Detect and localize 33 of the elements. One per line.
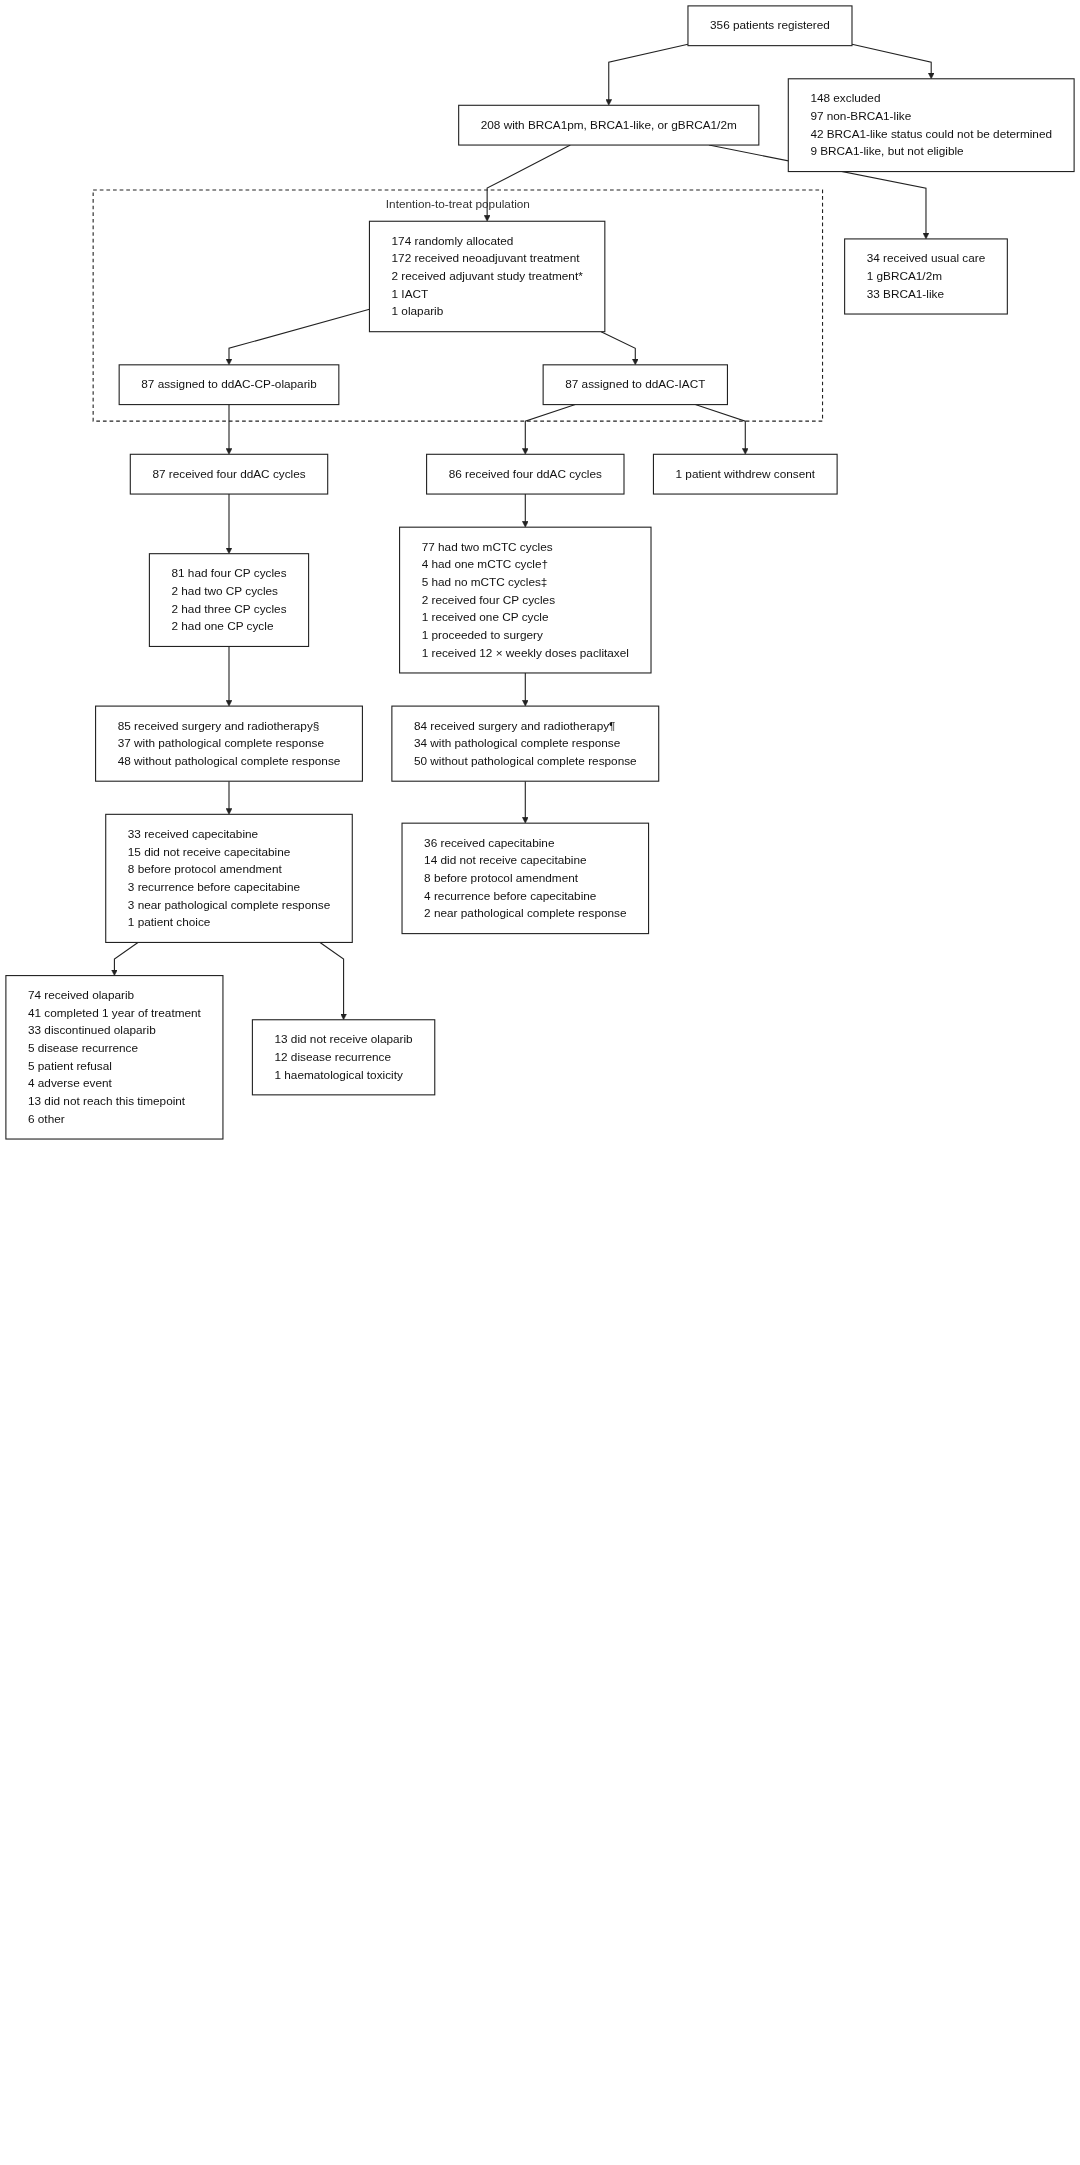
node-box: 86 received four ddAC cycles	[426, 453, 625, 495]
arrow	[225, 404, 233, 455]
arrow	[225, 645, 233, 707]
arrow	[319, 941, 347, 1021]
arrow	[225, 493, 233, 554]
arrow	[111, 941, 139, 976]
arrow	[225, 780, 233, 815]
node-box: 33 received capecitabine 15 did not receive capecitabine 8 before protocol amendment 3 recurrence before capecitabine 3 near pathological complete response 1 patient choice	[105, 813, 353, 943]
arrow	[600, 331, 639, 366]
node-box: 36 received capecitabine 14 did not receive capecitabine 8 before protocol amendment 4 recurrence before capecitabine 2 near pathological complete response	[401, 822, 650, 935]
arrow	[851, 43, 935, 80]
node-box: 34 received usual care 1 gBRCA1/2m 33 BRCA1-like	[844, 238, 1008, 315]
node-box: 74 received olaparib 41 completed 1 year of treatment 33 discontinued olaparib 5 disease recurrence 5 patient refusal 4 adverse event 13 did not reach this timepoint 6 other	[5, 975, 224, 1140]
node-box: 174 randomly allocated 172 received neoadjuvant treatment 2 received adjuvant study treatment* 1 IACT 1 olaparib	[368, 220, 606, 333]
arrow	[522, 672, 529, 707]
node-box: 87 assigned to ddAC-CP-olaparib	[118, 364, 340, 406]
node-box: 77 had two mCTC cycles 4 had one mCTC cycle† 5 had no mCTC cycles‡ 2 received four CP cycles 1 received one CP cycle 1 proceeded to surgery 1 received 12 × weekly doses paclitaxel	[399, 526, 652, 674]
arrow	[522, 493, 529, 528]
arrow	[483, 144, 571, 222]
node-box: 356 patients registered	[687, 5, 853, 47]
arrow	[522, 404, 576, 455]
node-box: 148 excluded 97 non-BRCA1-like 42 BRCA1-like status could not be determined 9 BRCA1-like, but not eligible	[787, 78, 1075, 173]
arrow	[605, 43, 689, 106]
node-box: 87 assigned to ddAC-IACT	[542, 364, 728, 406]
node-box: 87 received four ddAC cycles	[129, 453, 329, 495]
arrow	[522, 780, 529, 824]
node-box: 81 had four CP cycles 2 had two CP cycles 2 had three CP cycles 2 had one CP cycle	[148, 553, 310, 647]
node-box: 13 did not receive olaparib 12 disease recurrence 1 haematological toxicity	[251, 1019, 436, 1096]
node-box: 208 with BRCA1pm, BRCA1-like, or gBRCA1/2m	[458, 104, 760, 146]
node-box: 1 patient withdrew consent	[652, 453, 838, 495]
node-box: 84 received surgery and radiotherapy¶ 34 with pathological complete response 50 without pathological complete response	[391, 705, 660, 782]
arrow	[225, 308, 370, 366]
node-box: 85 received surgery and radiotherapy§ 37 with pathological complete response 48 without pathological complete response	[95, 705, 363, 782]
